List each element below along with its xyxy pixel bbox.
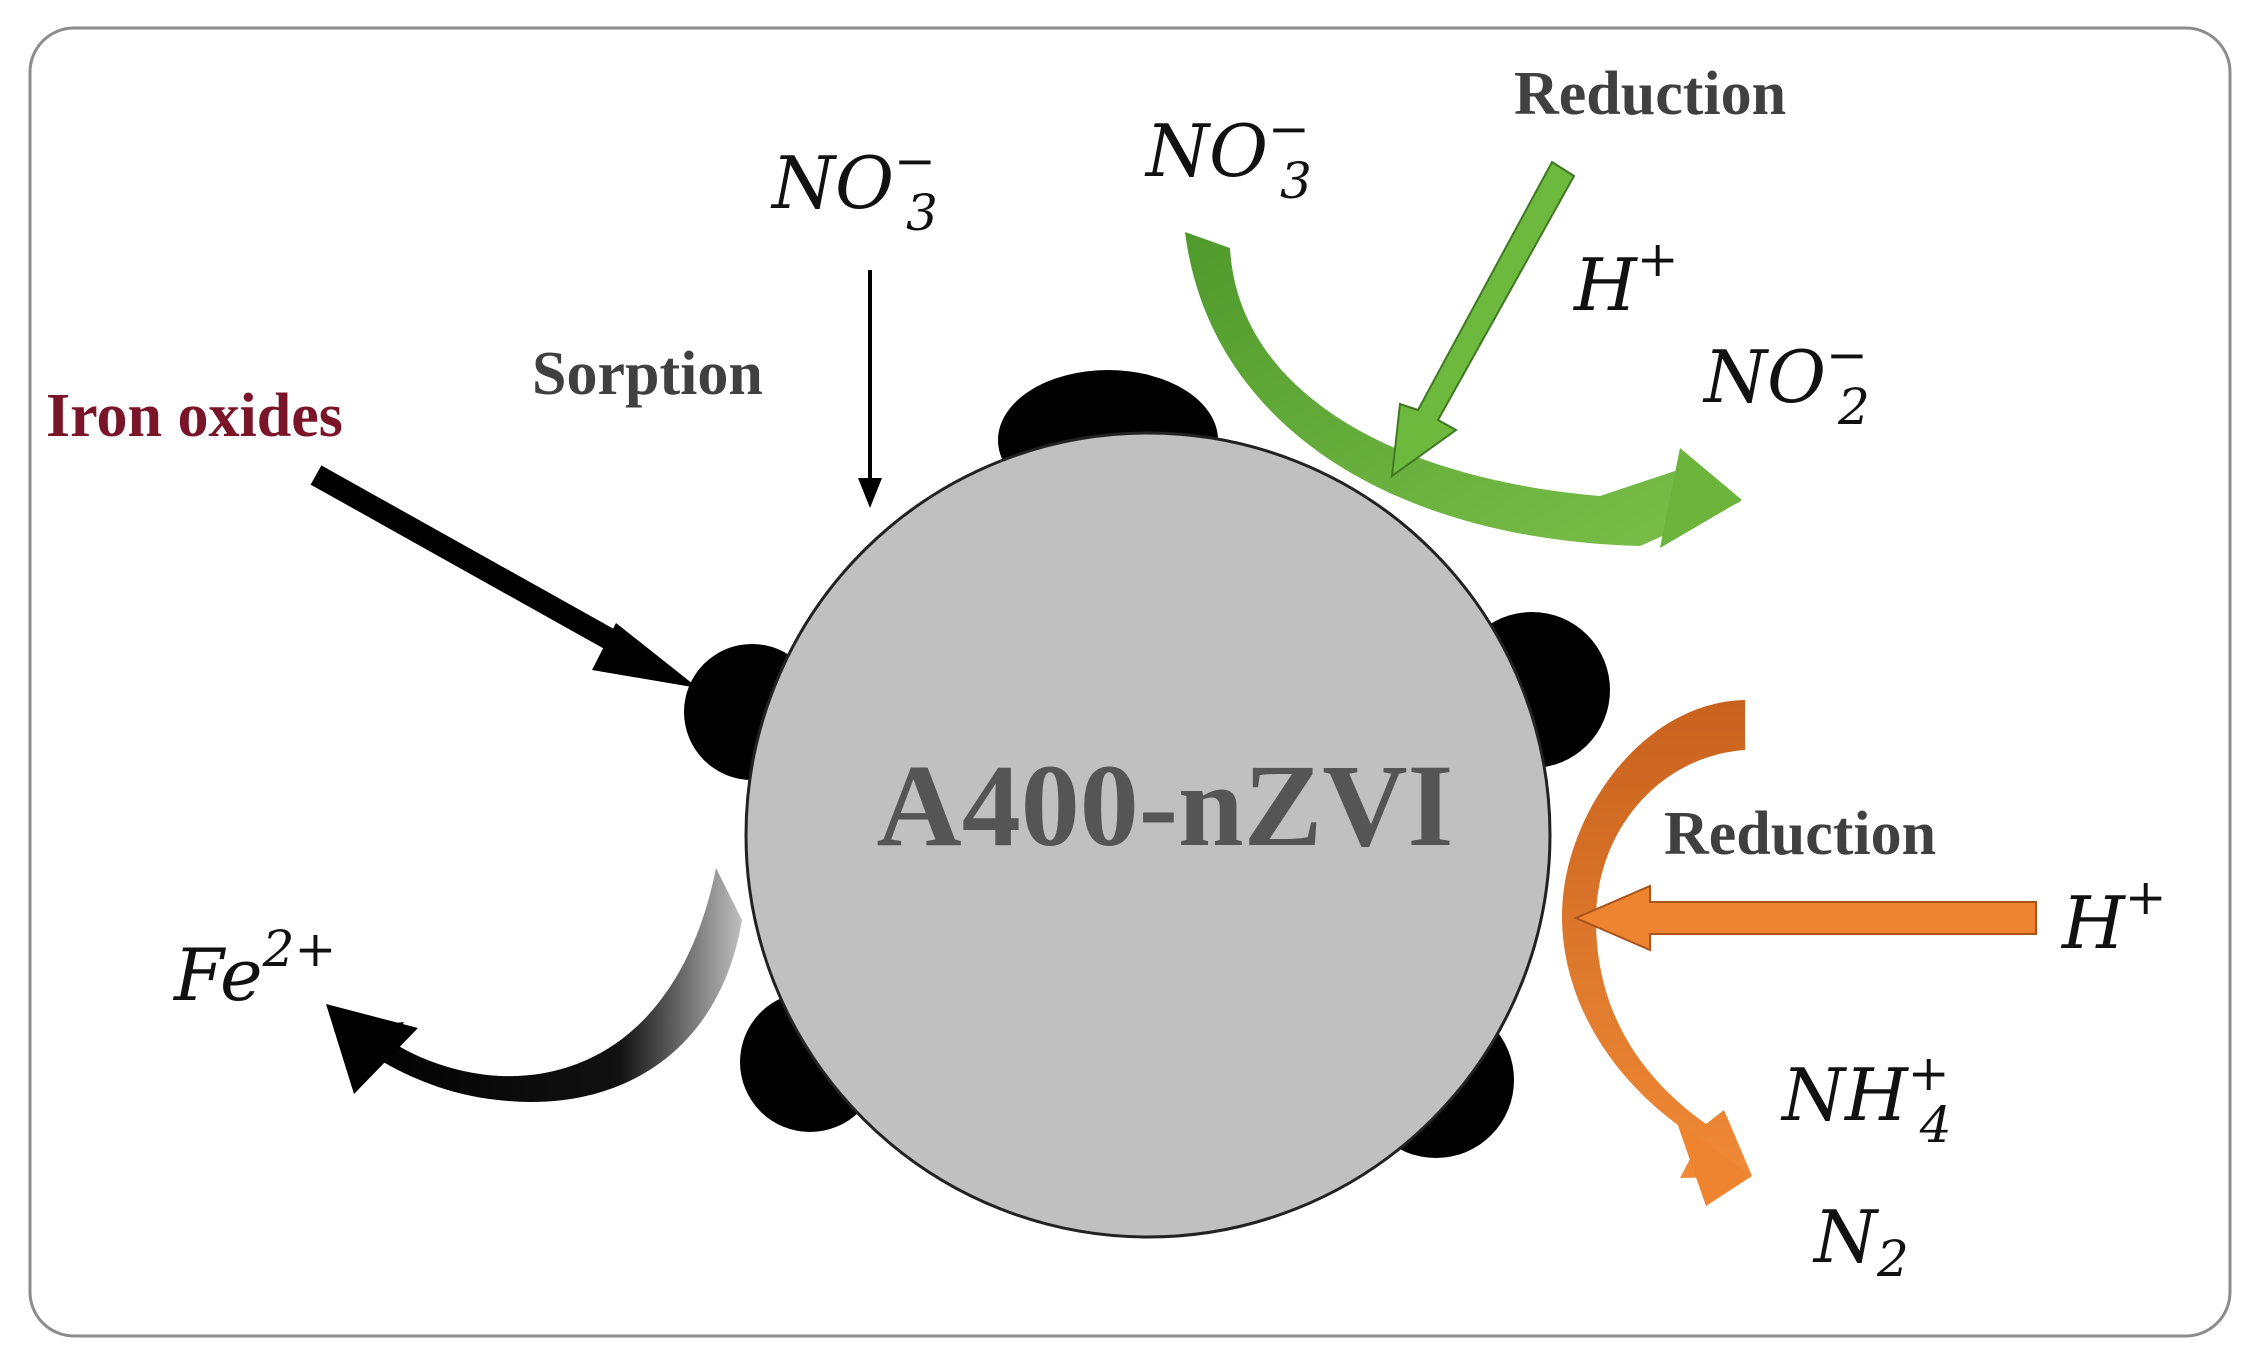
hplus-orange-label: H+ (2060, 868, 2167, 965)
iron-oxides-arrow (310, 465, 698, 688)
green-reduction-arrow (1185, 232, 1742, 548)
hplus-green-label: H+ (1572, 230, 1679, 327)
iron-oxides-label: Iron oxides (46, 382, 343, 450)
reduction-right-label: Reduction (1664, 800, 1936, 868)
nitrate-green-label: NO−3 (1144, 100, 1312, 210)
nitrate-top-label: NO−3 (770, 132, 938, 242)
sorption-label: Sorption (532, 340, 763, 408)
sorption-arrow (858, 270, 882, 508)
green-hplus-arrow (1390, 160, 1576, 479)
nitrite-label: NO−2 (1702, 326, 1870, 436)
ferrous-ion-label: Fe2+ (172, 920, 336, 1017)
orange-reduction-arrow (1561, 700, 1752, 1206)
ammonium-label: NH+4 (1780, 1044, 1952, 1154)
nitrogen-gas-label: N2 (1812, 1195, 1909, 1288)
orange-hplus-arrow (1573, 884, 2037, 952)
nzvi-particle (744, 431, 1552, 1239)
fe-release-arrow (326, 868, 742, 1102)
reduction-top-label: Reduction (1514, 60, 1786, 128)
particle-label: A400-nZVI (877, 740, 1454, 871)
